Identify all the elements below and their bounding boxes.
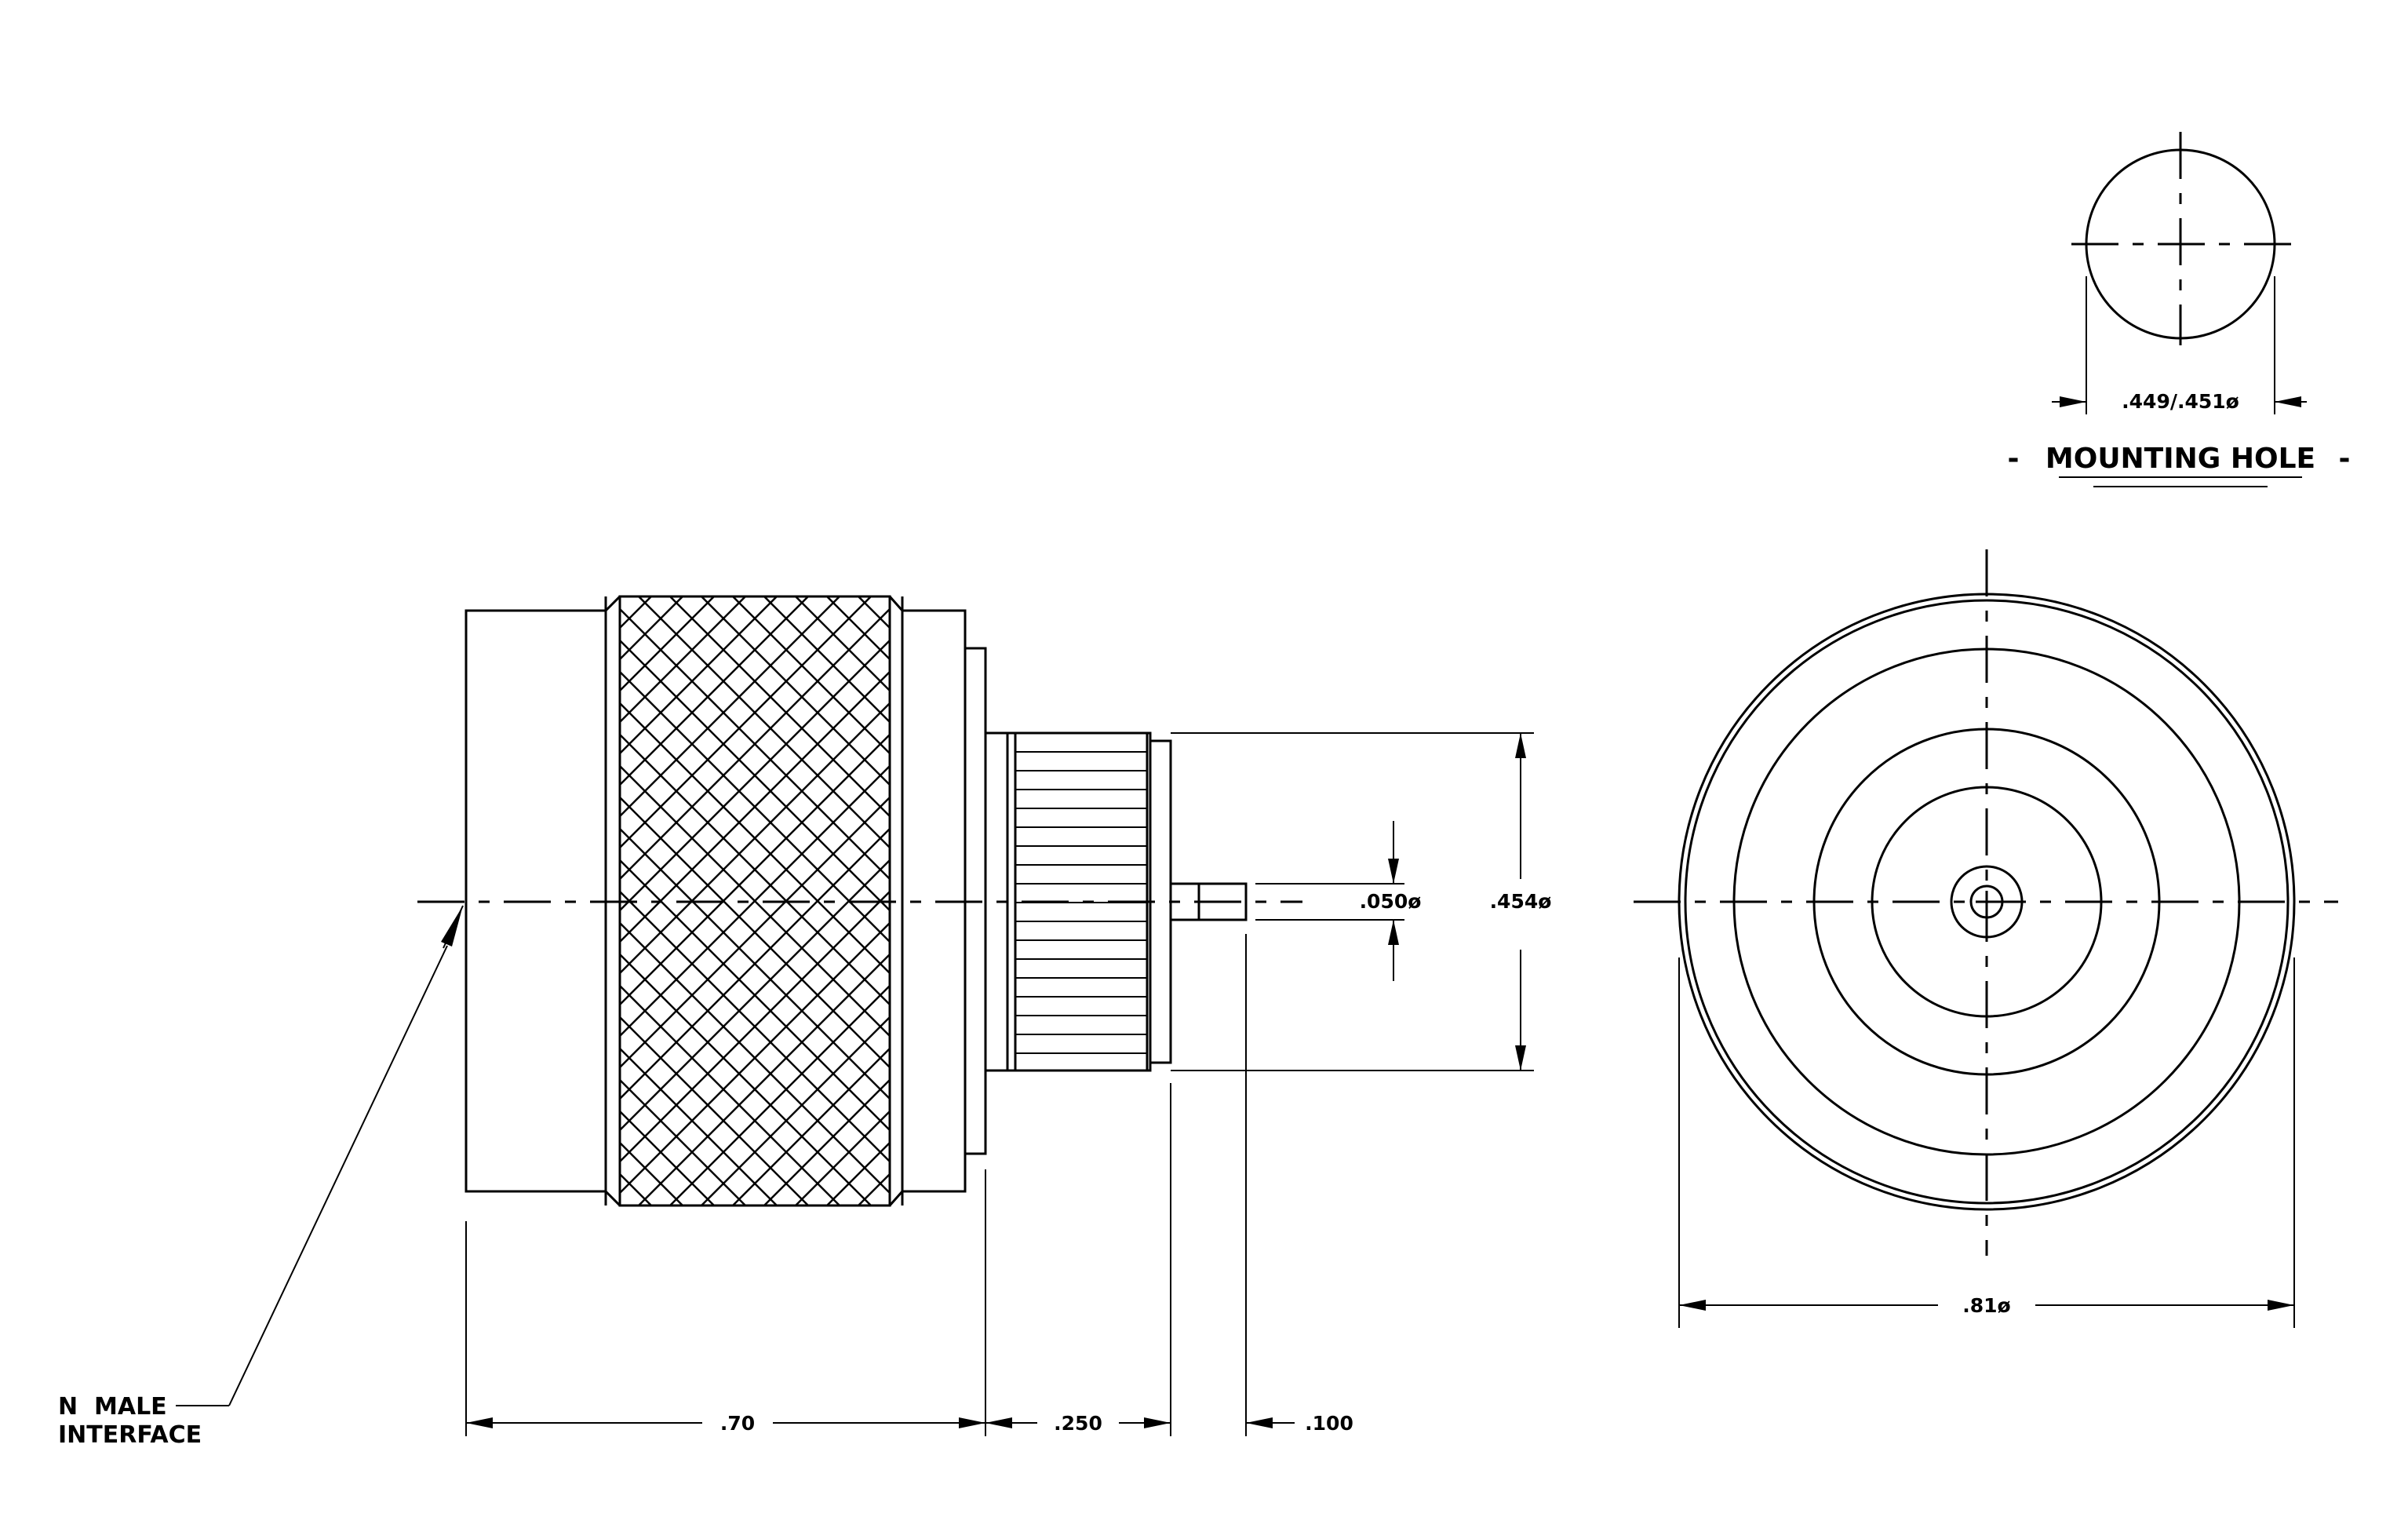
pin-diameter-label: .050ø [1360,890,1422,913]
callout-line-2: INTERFACE [58,1421,202,1449]
connector-side-view [417,595,1302,1207]
front-view-dimensions: .81ø [1678,957,2295,1328]
mounting-hole-title: MOUNTING HOLE [2046,443,2315,475]
rear-length-label: .250 [1054,1412,1102,1435]
outer-diameter-label: .81ø [1962,1294,2010,1317]
callout-line-1: N MALE [58,1393,167,1421]
body-diameter-label: .454ø [1490,890,1552,913]
n-male-interface-callout: N MALE INTERFACE [58,905,464,1449]
overall-length-label: .70 [720,1412,755,1435]
side-view-dimensions: .454ø .050ø .70 .250 .100 [465,732,1552,1436]
mounting-hole-dash-right: - [2339,443,2351,475]
mounting-hole-diameter-label: .449/.451ø [2122,390,2239,413]
pin-length-label: .100 [1305,1412,1353,1435]
mounting-hole-dash-left: - [2008,443,2020,475]
sleeve-ribs [1015,751,1147,1054]
mounting-hole-view: .449/.451ø - MOUNTING HOLE - [2008,132,2351,487]
connector-front-view [1634,549,2338,1256]
